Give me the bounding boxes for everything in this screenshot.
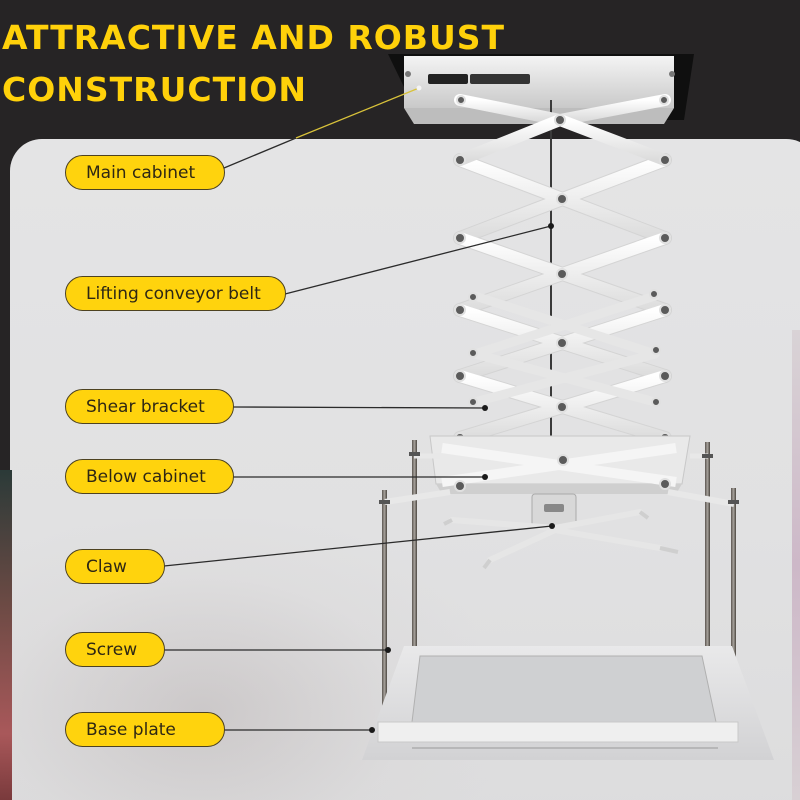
claw [443,493,679,570]
shear-bracket [453,94,672,445]
callout-label: Shear bracket [86,396,205,417]
callout-label: Lifting conveyor belt [86,283,261,304]
callout-lifting-conveyor-belt: Lifting conveyor belt [65,276,286,311]
title-line-2: CONSTRUCTION [2,70,308,109]
callout-main-cabinet: Main cabinet [65,155,225,190]
left-photo-strip [0,470,12,800]
callout-below-cabinet: Below cabinet [65,459,234,494]
callout-base-plate: Base plate [65,712,225,747]
callout-claw: Claw [65,549,165,584]
screw [379,440,739,730]
leader-lines [163,85,555,733]
callout-screw: Screw [65,632,165,667]
title-line-1: ATTRACTIVE AND ROBUST [2,18,506,57]
callout-label: Base plate [86,719,176,740]
callout-label: Screw [86,639,138,660]
page-title: ATTRACTIVE AND ROBUST CONSTRUCTION [2,12,505,116]
right-photo-strip [792,330,800,800]
callout-label: Main cabinet [86,162,196,183]
callout-label: Claw [86,556,127,577]
callout-label: Below cabinet [86,466,206,487]
base-plate [362,646,774,760]
callout-shear-bracket: Shear bracket [65,389,234,424]
below-cabinet [429,435,691,494]
